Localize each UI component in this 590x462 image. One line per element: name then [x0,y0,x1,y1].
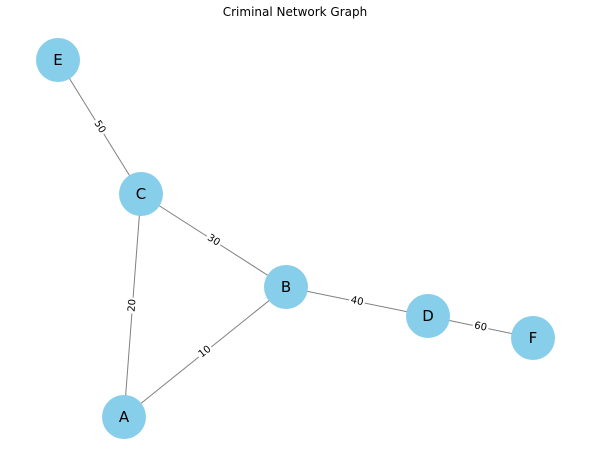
node-label: E [53,51,62,69]
edge-weight-label: 20 [127,299,139,313]
node-label: C [136,185,146,203]
node-label: D [422,307,434,325]
edge-weight-label: 40 [350,295,365,308]
edge-label-background [347,294,367,309]
edge-label-E-C: 50 [90,117,109,137]
node-circle [36,38,80,82]
node-A: A [102,395,146,439]
node-circle [406,294,450,338]
edge-label-C-A: 20 [125,297,140,314]
node-B: B [264,265,308,309]
graph-title: Criminal Network Graph [222,5,368,19]
edge-weight-label: 60 [473,320,488,333]
edge-labels-layer: 50 30 20 10 40 60 [90,117,490,362]
edge-label-B-D: 40 [347,294,367,309]
node-label: F [529,329,538,347]
edge-label-background [90,117,109,137]
edge-label-background [195,342,215,362]
node-F: F [511,316,555,360]
node-D: D [406,294,450,338]
node-circle [102,395,146,439]
node-circle [511,316,555,360]
node-E: E [36,38,80,82]
edge-label-C-B: 30 [203,231,224,250]
edge-label-B-A: 10 [195,342,215,362]
edge-label-background [471,319,490,335]
nodes-layer: E C B D F A [36,38,555,439]
node-circle [264,265,308,309]
node-C: C [119,172,163,216]
edge-weight-label: 10 [197,344,214,361]
edge-label-background [125,297,140,314]
node-circle [119,172,163,216]
node-label: B [281,278,291,296]
edge-label-background [203,231,224,250]
node-label: A [119,408,130,426]
edge-label-D-F: 60 [471,319,490,335]
edges-layer [57,59,534,418]
